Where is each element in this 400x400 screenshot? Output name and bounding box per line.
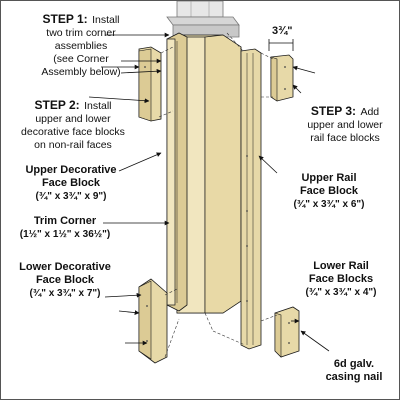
lower-decorative-line2: Face Block [35,274,95,286]
thickness-dimension-line [268,39,294,51]
step1-line5: Assembly below) [41,66,121,78]
lower-rail-line1: Lower Rail [313,260,369,272]
upper-rail-line2: Face Block [299,185,359,197]
lower-decorative-face-block [138,278,168,364]
step2-line2: upper and lower [35,113,111,125]
step3-line3: rail face blocks [310,132,380,144]
upper-decorative-label: Upper Decorative Face Block (¾" x 3¾" x … [15,163,127,203]
trim-corner-right [240,48,262,350]
upper-rail-face-block [270,54,294,102]
lower-rail-dims: (¾" x 3¾" x 4") [305,287,377,298]
nail-line1: 6d galv. [333,358,375,370]
step1-label: STEP 1: Install two trim corner assembli… [25,13,137,78]
lower-decorative-dims: (¾" x 3¾" x 7") [29,288,101,299]
step1-line4: (see Corner [53,53,109,65]
step3-line1: Add [360,106,380,118]
step1-line1: Install [92,14,120,26]
trim-corner-label: Trim Corner (1½" x 1½" x 36½") [15,214,115,241]
lower-decorative-label: Lower Decorative Face Block (¾" x 3¾" x … [13,260,117,300]
trim-corner-line1: Trim Corner [33,215,97,227]
step2-line3: decorative face blocks [21,126,125,138]
step3-label: STEP 3: Add upper and lower rail face bl… [293,105,397,144]
lower-rail-label: Lower Rail Face Blocks (¾" x 3¾" x 4") [291,259,391,299]
thickness-dimension: 3¾" [272,25,293,37]
step2-line1: Install [84,100,112,112]
upper-rail-line1: Upper Rail [301,172,357,184]
trim-corner-dims: (1½" x 1½" x 36½") [19,229,111,240]
upper-decorative-line2: Face Block [41,177,101,189]
leader-lines [88,32,330,352]
step2-label: STEP 2: Install upper and lower decorati… [11,99,135,151]
nail-line2: casing nail [325,371,383,383]
step2-title: STEP 2: [34,98,80,112]
upper-decorative-face-block [138,46,162,122]
step1-line2: two trim corner [46,27,116,39]
step3-title: STEP 3: [310,104,356,118]
lower-decorative-line1: Lower Decorative [19,261,111,273]
upper-rail-label: Upper Rail Face Block (¾" x 3¾" x 6") [279,171,379,211]
upper-rail-dims: (¾" x 3¾" x 6") [293,199,365,210]
step2-line4: on non-rail faces [34,139,112,151]
upper-decorative-dims: (¾" x 3¾" x 9") [35,191,107,202]
trim-corner-left [166,32,188,312]
post-top [166,1,240,38]
lower-rail-line2: Face Blocks [308,273,374,285]
upper-decorative-line1: Upper Decorative [25,164,117,176]
nail-label: 6d galv. casing nail [319,357,389,383]
lower-rail-face-block [274,306,300,358]
step3-line2: upper and lower [307,119,383,131]
step1-line3: assemblies [54,40,108,52]
step1-title: STEP 1: [42,12,88,26]
alignment-lines [158,32,278,358]
